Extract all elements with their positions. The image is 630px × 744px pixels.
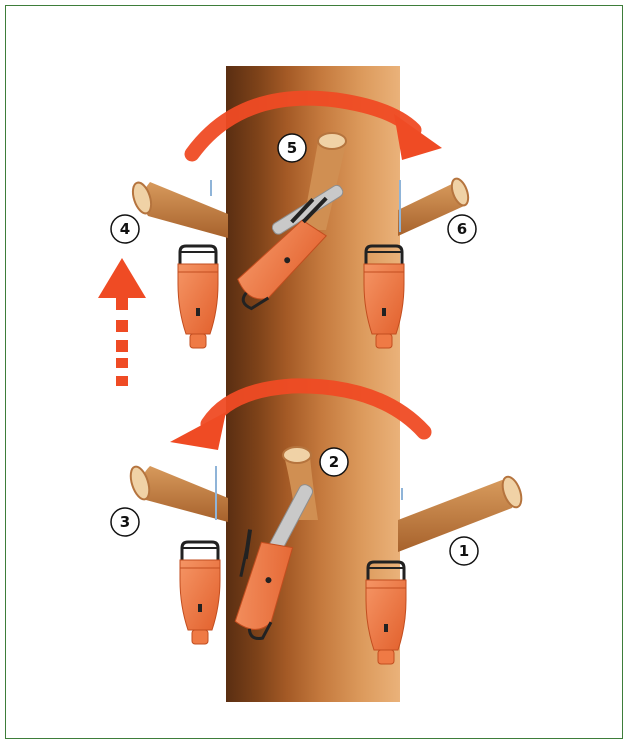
step-marker-4: 4	[111, 215, 139, 243]
step-marker-1: 1	[450, 537, 478, 565]
climber-saw-upper-left	[178, 246, 218, 348]
svg-text:4: 4	[120, 220, 130, 238]
upward-arrow	[98, 258, 146, 386]
step-marker-2: 2	[320, 448, 348, 476]
svg-text:3: 3	[120, 513, 130, 531]
svg-text:2: 2	[329, 453, 339, 471]
climber-saw-lower-left	[180, 542, 220, 644]
branch-lower-left	[127, 464, 228, 522]
step-marker-3: 3	[111, 508, 139, 536]
svg-text:1: 1	[459, 542, 469, 560]
svg-text:6: 6	[457, 220, 467, 238]
svg-text:5: 5	[287, 139, 297, 157]
step-marker-6: 6	[448, 215, 476, 243]
step-marker-5: 5	[278, 134, 306, 162]
branch-upper-left	[129, 180, 228, 238]
